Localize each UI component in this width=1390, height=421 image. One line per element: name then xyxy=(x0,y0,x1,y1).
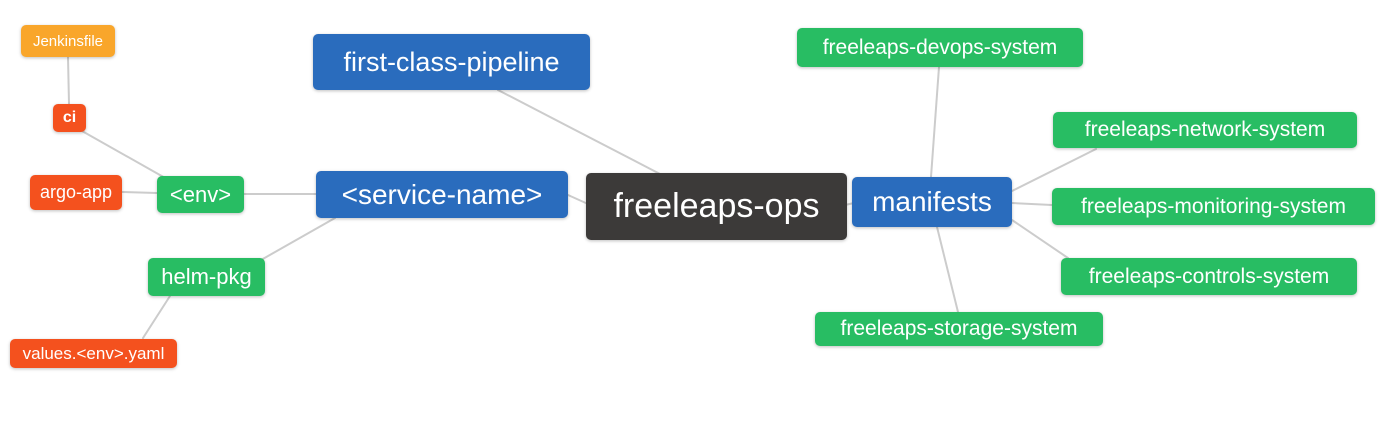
edge-manifests-network xyxy=(1011,148,1097,192)
edge-helmpkg-valuesyaml xyxy=(142,295,171,339)
node-helm-pkg[interactable]: helm-pkg xyxy=(148,258,265,296)
edge-manifests-devops xyxy=(930,66,940,178)
edge-servicename-helmpkg xyxy=(260,217,336,261)
node-manifests[interactable]: manifests xyxy=(852,177,1012,227)
edge-manifests-monitoring xyxy=(1011,202,1053,206)
node-freeleaps-storage-system[interactable]: freeleaps-storage-system xyxy=(815,312,1103,346)
node-root-freeleaps-ops[interactable]: freeleaps-ops xyxy=(586,173,847,240)
node-freeleaps-devops-system[interactable]: freeleaps-devops-system xyxy=(797,28,1083,67)
edge-jenkinsfile-ci xyxy=(67,56,70,105)
edge-manifests-controls xyxy=(1011,219,1069,259)
node-env[interactable]: <env> xyxy=(157,176,244,213)
node-ci[interactable]: ci xyxy=(53,104,86,132)
node-freeleaps-network-system[interactable]: freeleaps-network-system xyxy=(1053,112,1357,148)
node-values-env-yaml[interactable]: values.<env>.yaml xyxy=(10,339,177,368)
node-freeleaps-controls-system[interactable]: freeleaps-controls-system xyxy=(1061,258,1357,295)
edge-pipeline-root xyxy=(497,89,661,175)
node-service-name[interactable]: <service-name> xyxy=(316,171,568,218)
node-jenkinsfile[interactable]: Jenkinsfile xyxy=(21,25,115,57)
node-first-class-pipeline[interactable]: first-class-pipeline xyxy=(313,34,590,90)
node-freeleaps-monitoring-system[interactable]: freeleaps-monitoring-system xyxy=(1052,188,1375,225)
edge-servicename-root xyxy=(567,194,589,205)
edge-argoapp-env xyxy=(121,191,158,194)
edge-ci-env xyxy=(81,130,168,180)
edge-manifests-storage xyxy=(936,226,959,313)
node-argo-app[interactable]: argo-app xyxy=(30,175,122,210)
